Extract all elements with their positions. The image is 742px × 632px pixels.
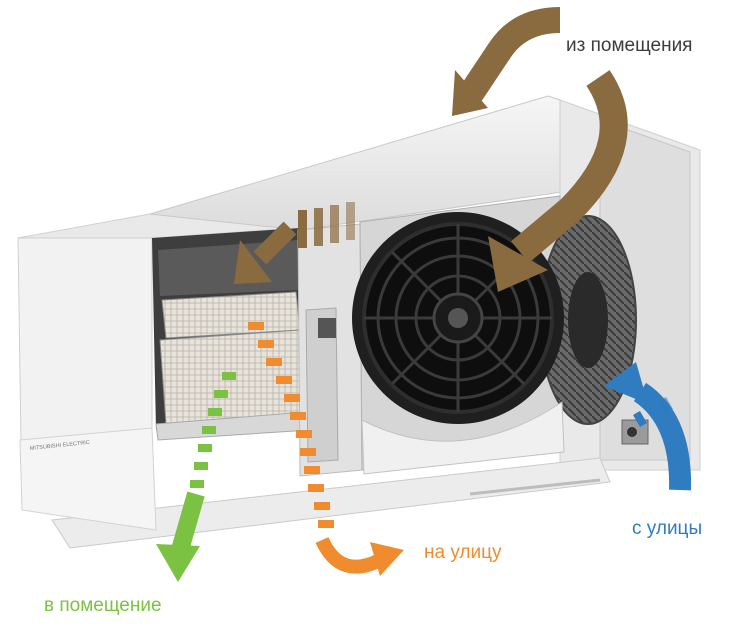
arrow-exhaust-into-exchanger <box>234 202 355 284</box>
outdoor-inlet <box>621 419 649 445</box>
arrow-from-street <box>604 362 692 491</box>
fan-housing <box>352 195 637 475</box>
label-to-street: на улицу <box>424 542 502 563</box>
internal-frame <box>297 223 363 477</box>
label-from-room: из помещения <box>566 35 693 56</box>
label-to-room: в помещение <box>44 595 162 616</box>
arrow-from-room <box>452 7 628 292</box>
heat-exchanger-cavity <box>152 228 311 441</box>
label-from-street: с улицы <box>632 518 703 539</box>
arrow-to-room <box>156 372 236 582</box>
arrow-to-street <box>248 322 404 576</box>
